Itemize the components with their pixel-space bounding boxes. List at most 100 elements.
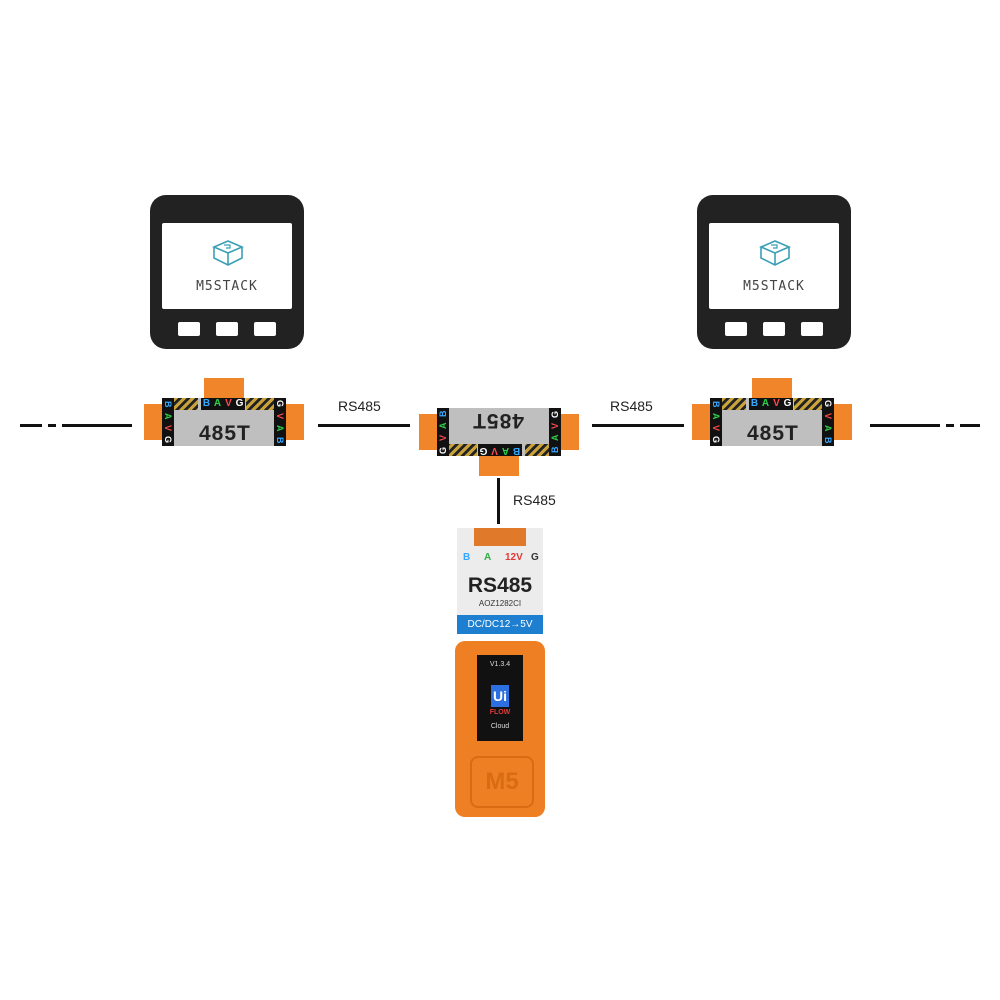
unit-left-tab xyxy=(144,404,166,440)
unit-hatch xyxy=(174,398,198,410)
unit-label: 485T xyxy=(472,409,524,432)
m5-logo: M5 xyxy=(485,768,519,795)
bus-line-mid-left xyxy=(318,424,410,427)
pin-a: A xyxy=(500,444,511,456)
core-screen: M5STACK xyxy=(162,223,292,309)
atom-cloud-label: Cloud xyxy=(490,723,510,730)
m5stack-logo-icon xyxy=(212,240,244,266)
pin-a: A xyxy=(710,410,722,422)
unit-hatch xyxy=(246,398,274,410)
atom-device: V1.3.4 Ui FLOW Cloud M5 xyxy=(455,641,545,817)
pin-g: G xyxy=(710,434,722,446)
pin-a: A xyxy=(760,398,771,410)
pin-v: V xyxy=(274,410,286,422)
pin-g: G xyxy=(437,444,449,456)
unit-485t-left: B A V G B A V G G V A B 485T xyxy=(144,378,304,456)
unit-hatch xyxy=(449,444,477,456)
module-title: RS485 xyxy=(467,574,533,597)
bus-dash-right-2 xyxy=(960,424,980,427)
pin-v: V xyxy=(771,398,782,410)
core-button-c[interactable] xyxy=(254,322,276,336)
pin-g: G xyxy=(274,398,286,410)
pin-b: B xyxy=(437,408,449,420)
pin-b: B xyxy=(162,398,174,410)
unit-top-tab xyxy=(204,378,244,398)
pin-b: B xyxy=(549,444,561,456)
bus-dash-right-1 xyxy=(946,424,954,427)
module-connector-tab xyxy=(474,528,526,546)
unit-hatch xyxy=(525,444,549,456)
pin-v: V xyxy=(437,432,449,444)
module-dcdc-band: DC/DC12→5V xyxy=(457,615,543,634)
core-brand-label: M5STACK xyxy=(196,279,258,294)
core-screen: M5STACK xyxy=(709,223,839,309)
unit-label: 485T xyxy=(747,422,799,445)
bus-line-left xyxy=(62,424,132,427)
unit-hatch xyxy=(794,398,822,410)
m5stack-core-right: M5STACK xyxy=(697,195,851,349)
wire-label-right: RS485 xyxy=(610,398,653,414)
bus-dash-left-1 xyxy=(20,424,42,427)
core-button-b[interactable] xyxy=(216,322,238,336)
unit-right-pins: G V A B xyxy=(274,398,286,446)
unit-left-pins: B A V G xyxy=(162,398,174,446)
rs485-module: B A 12V G RS485 AOZ1282CI DC/DC12→5V xyxy=(457,528,543,634)
unit-right-pins: G V A B xyxy=(437,408,449,456)
pin-g: G xyxy=(782,398,793,410)
pin-a: A xyxy=(437,420,449,432)
bus-dash-left-2 xyxy=(48,424,56,427)
core-button-a[interactable] xyxy=(178,322,200,336)
unit-right-tab xyxy=(830,404,852,440)
unit-top-pins: B A V G xyxy=(478,444,522,456)
wire-label-left: RS485 xyxy=(338,398,381,414)
pin-b: B xyxy=(274,434,286,446)
pin-v: V xyxy=(162,422,174,434)
pin-v: V xyxy=(489,444,500,456)
bus-line-mid-right xyxy=(592,424,684,427)
pin-g: G xyxy=(549,408,561,420)
pin-g: G xyxy=(234,398,245,410)
unit-left-pins: B A V G xyxy=(549,408,561,456)
core-brand-label: M5STACK xyxy=(743,279,805,294)
uiflow-flow-label: FLOW xyxy=(489,709,511,716)
module-pin-b: B xyxy=(463,552,471,563)
pin-b: B xyxy=(710,398,722,410)
module-pin-a: A xyxy=(484,552,492,563)
atom-button[interactable]: M5 xyxy=(470,756,534,808)
pin-v: V xyxy=(822,410,834,422)
core-button-b[interactable] xyxy=(763,322,785,336)
pin-g: G xyxy=(822,398,834,410)
pin-v: V xyxy=(223,398,234,410)
pin-a: A xyxy=(549,432,561,444)
pin-v: V xyxy=(710,422,722,434)
pin-a: A xyxy=(162,410,174,422)
unit-right-tab xyxy=(282,404,304,440)
atom-version: V1.3.4 xyxy=(489,661,511,668)
uiflow-logo-icon: Ui xyxy=(491,685,509,707)
pin-g: G xyxy=(478,444,489,456)
unit-top-pins: B A V G xyxy=(749,398,793,410)
pin-b: B xyxy=(749,398,760,410)
bus-line-down xyxy=(497,478,500,524)
module-chip-label: AOZ1282CI xyxy=(478,599,522,608)
pin-g: G xyxy=(162,434,174,446)
atom-screen: V1.3.4 Ui FLOW Cloud xyxy=(477,655,523,741)
pin-b: B xyxy=(511,444,522,456)
m5stack-logo-icon xyxy=(759,240,791,266)
pin-a: A xyxy=(274,422,286,434)
pin-a: A xyxy=(822,422,834,434)
unit-left-pins: B A V G xyxy=(710,398,722,446)
pin-b: B xyxy=(822,434,834,446)
pin-b: B xyxy=(201,398,212,410)
unit-485t-right: B A V G B A V G G V A B 485T xyxy=(692,378,852,456)
unit-top-pins: B A V G xyxy=(201,398,245,410)
unit-top-tab xyxy=(752,378,792,398)
bus-line-right xyxy=(870,424,940,427)
unit-top-tab xyxy=(479,456,519,476)
core-button-a[interactable] xyxy=(725,322,747,336)
core-button-c[interactable] xyxy=(801,322,823,336)
pin-a: A xyxy=(212,398,223,410)
unit-right-pins: G V A B xyxy=(822,398,834,446)
pin-v: V xyxy=(549,420,561,432)
unit-485t-middle: B A V G B A V G G V A B 485T xyxy=(419,398,579,476)
